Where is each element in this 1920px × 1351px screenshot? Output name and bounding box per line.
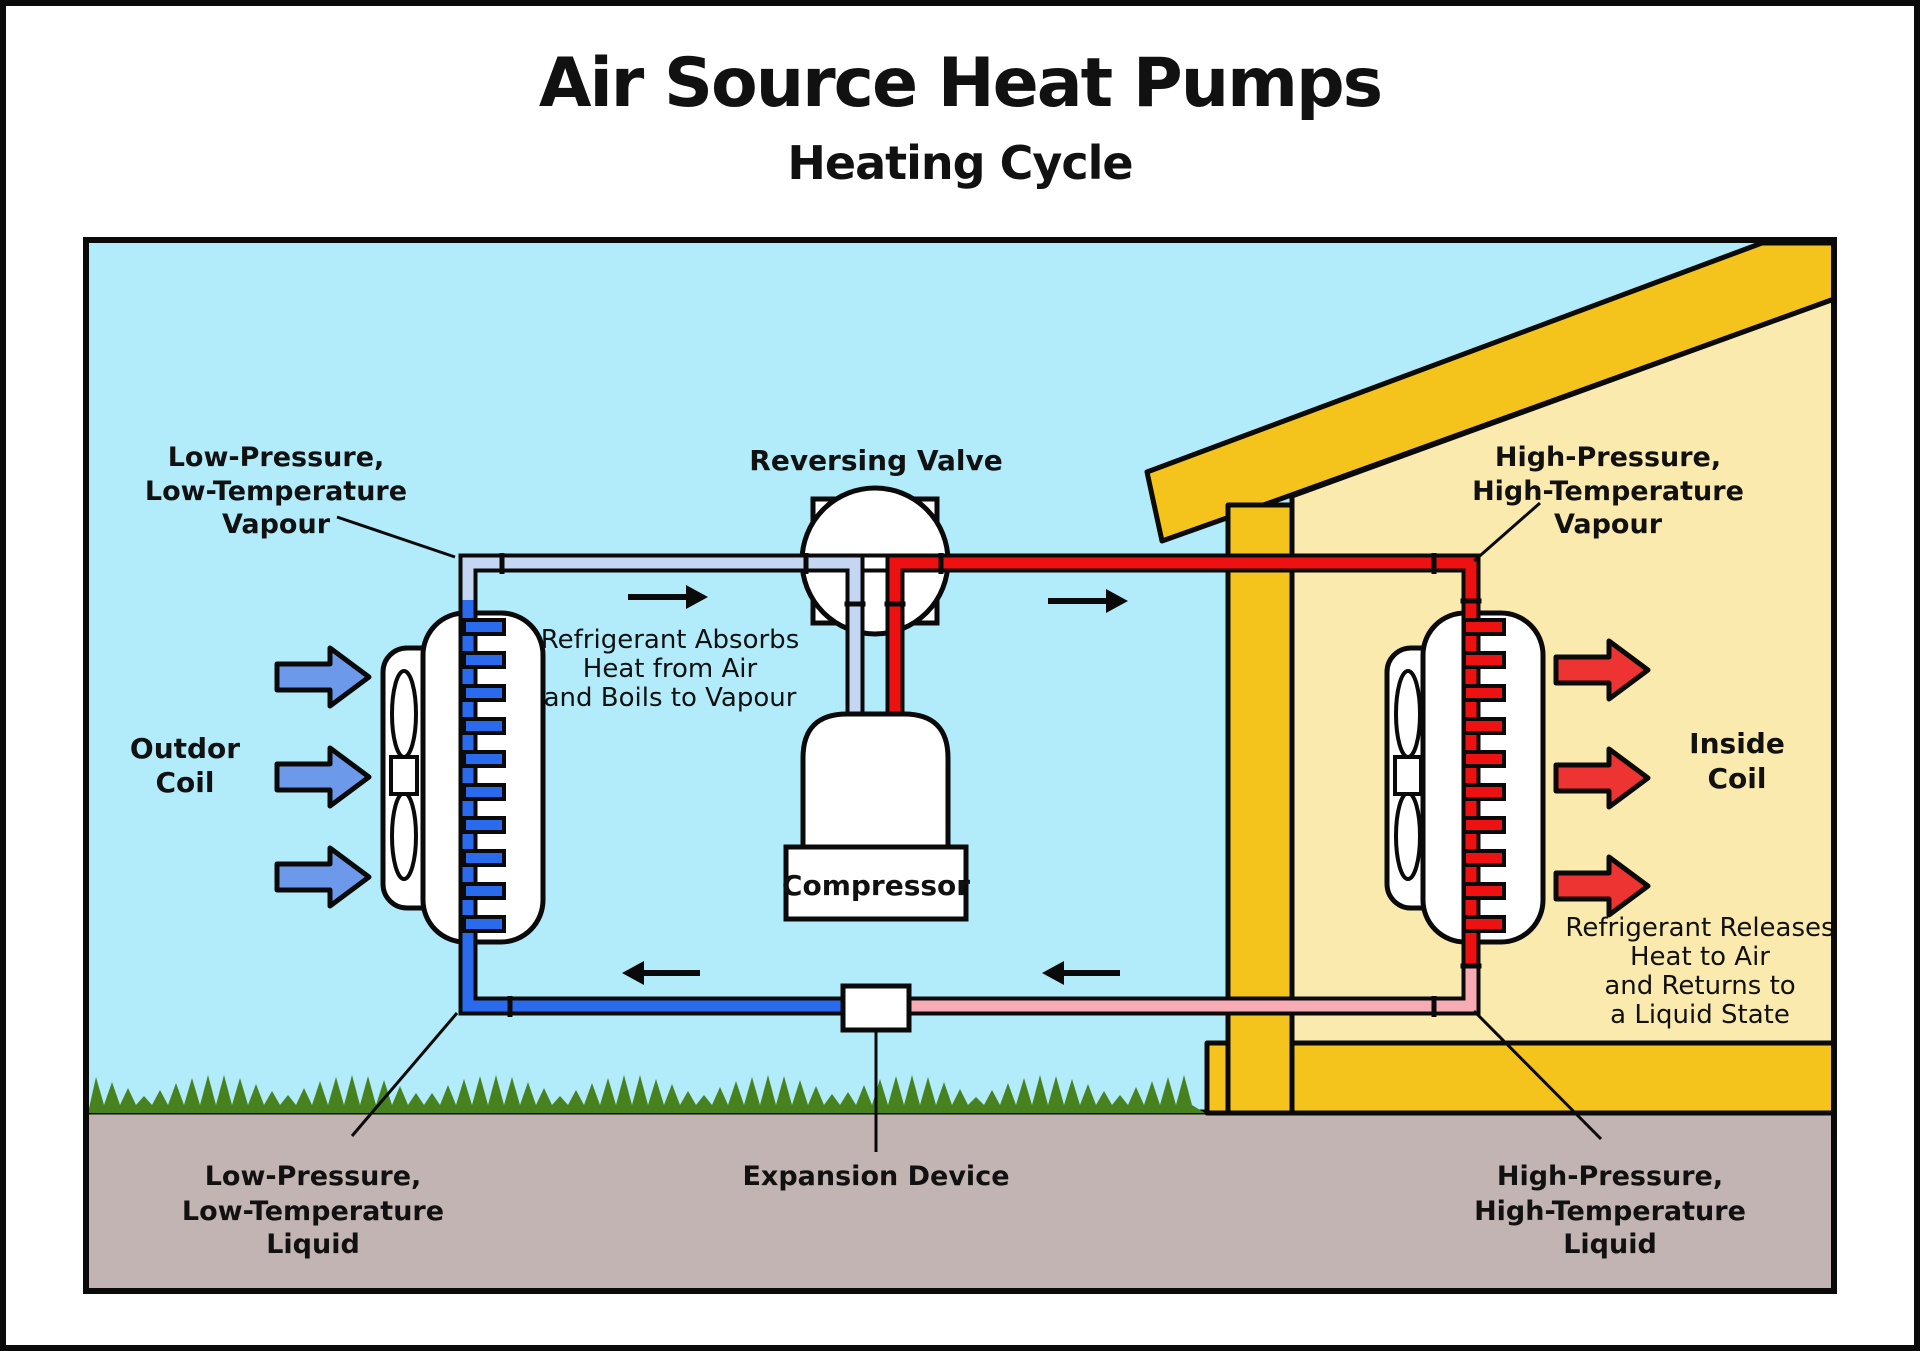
svg-text:Refrigerant Releases: Refrigerant Releases [1565,913,1834,943]
flow-arrow-top-right-icon [1048,589,1128,613]
reversing-valve-label: Reversing Valve [749,444,1002,477]
red-arrow-icon [1553,854,1651,918]
expansion-device-label: Expansion Device [742,1161,1009,1192]
coil-rung [1462,816,1506,834]
grass [88,1075,1205,1113]
svg-text:Low-Pressure,: Low-Pressure, [168,442,385,473]
red-arrow-icon [1553,638,1651,702]
svg-text:Low-Pressure,: Low-Pressure, [205,1161,422,1192]
svg-text:High-Temperature: High-Temperature [1474,1196,1746,1227]
svg-text:Low-Temperature: Low-Temperature [145,476,407,507]
leader-low-liquid [350,1012,459,1137]
blue-arrow-icon [274,645,372,709]
pipe-low-pressure-liquid [462,600,846,1012]
pipe-high-pressure-liquid [908,964,1477,1012]
svg-text:High-Temperature: High-Temperature [1472,476,1744,507]
warm-air-arrows [1553,638,1651,918]
pipe-low-pressure-vapour [462,557,861,722]
compressor-dome [800,711,951,852]
compressor-base [783,844,969,922]
coil-rung [1462,750,1506,768]
coil-rung [1462,849,1506,867]
coil-rung [1462,618,1506,636]
coil-rung [462,684,506,702]
coil-rung [1462,651,1506,669]
low-pressure-vapour-label: Low-Pressure, Low-Temperature Vapour [145,442,407,540]
svg-text:Inside: Inside [1689,727,1785,760]
svg-text:and Returns to: and Returns to [1604,971,1795,1001]
flow-arrow-bottom-left-icon [622,961,700,985]
svg-text:Heat from Air: Heat from Air [583,654,758,684]
coil-rung [1462,684,1506,702]
outdoor-fan-blade-icon [390,791,418,881]
absorb-annotation: Refrigerant Absorbs Heat from Air and Bo… [541,625,800,713]
svg-text:a Liquid State: a Liquid State [1610,1000,1790,1030]
svg-text:Refrigerant Absorbs: Refrigerant Absorbs [541,625,800,655]
inside-fan-blade-icon [1394,669,1422,759]
svg-text:Outdor: Outdor [130,732,240,765]
cold-air-arrows [274,645,372,909]
coil-rung [1462,783,1506,801]
coil-rung [1462,717,1506,735]
blue-arrow-icon [274,745,372,809]
coil-rung [1462,915,1506,933]
coil-rung [462,651,506,669]
outdoor-fan-hub [389,755,419,796]
coil-rung [462,882,506,900]
svg-text:Vapour: Vapour [222,509,331,540]
leader-high-liquid [1472,1009,1603,1141]
flow-arrow-bottom-right-icon [1042,961,1120,985]
page-title: Air Source Heat Pumps [539,44,1381,123]
svg-text:Liquid: Liquid [266,1229,360,1260]
expansion-device-box [840,983,912,1033]
page-subtitle: Heating Cycle [787,136,1132,190]
high-pressure-liquid-label: High-Pressure, High-Temperature Liquid [1474,1161,1746,1260]
svg-text:High-Pressure,: High-Pressure, [1497,1161,1723,1192]
compressor: Compressor [782,711,970,922]
svg-text:Coil: Coil [1708,762,1767,795]
house-wall-post [1225,502,1295,1116]
house-foundation [1204,1040,1837,1116]
svg-text:Low-Temperature: Low-Temperature [182,1196,444,1227]
coil-rungs [462,618,1506,933]
coil-rung [1462,882,1506,900]
svg-text:and Boils to Vapour: and Boils to Vapour [544,683,797,713]
coil-rung [462,717,506,735]
flow-arrow-top-left-icon [628,585,708,609]
pipe-joints [499,553,1482,1017]
leader-low-vapour [336,515,456,559]
low-pressure-liquid-label: Low-Pressure, Low-Temperature Liquid [182,1161,444,1260]
inside-fan-hub [1393,755,1423,796]
svg-text:Liquid: Liquid [1563,1229,1657,1260]
coil-rung [462,618,506,636]
outdoor-coil-block [420,610,546,945]
diagram-frame [83,237,1837,1294]
svg-text:High-Pressure,: High-Pressure, [1495,442,1721,473]
release-annotation: Refrigerant Releases Heat to Air and Ret… [1565,913,1834,1030]
high-pressure-vapour-label: High-Pressure, High-Temperature Vapour [1472,442,1744,540]
coil-rung [462,849,506,867]
inside-coil-label: Inside Coil [1689,727,1785,795]
inside-coil-block [1420,610,1546,945]
svg-text:Vapour: Vapour [1554,509,1663,540]
outdoor-coil-label: Outdor Coil [130,732,240,799]
svg-text:Coil: Coil [156,766,215,799]
red-arrow-icon [1553,746,1651,810]
compressor-label: Compressor [782,869,970,902]
coil-rung [462,816,506,834]
inside-fan-blade-icon [1394,791,1422,881]
ground [83,1109,1837,1294]
svg-text:Heat to Air: Heat to Air [1630,942,1770,972]
blue-arrow-icon [274,845,372,909]
outdoor-fan-blade-icon [390,669,418,759]
coil-rung [462,915,506,933]
coil-rung [462,783,506,801]
leader-high-vapour [1473,501,1541,563]
coil-rung [462,750,506,768]
